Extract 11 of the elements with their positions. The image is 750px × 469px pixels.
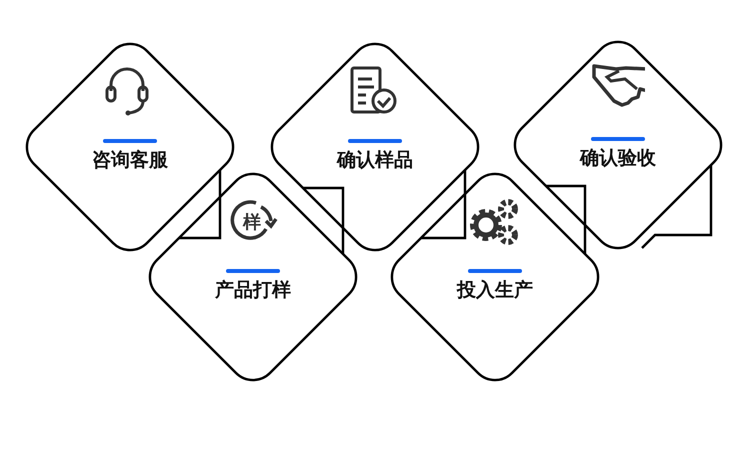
step-label: 产品打样	[215, 279, 291, 301]
step-label: 确认样品	[337, 149, 413, 171]
connector-line	[421, 170, 466, 240]
connector-line	[546, 184, 586, 254]
step-label: 咨询客服	[92, 149, 168, 171]
step-label: 投入生产	[457, 279, 533, 301]
connector-line	[641, 165, 712, 249]
connector-line	[179, 170, 222, 240]
step-label: 确认验收	[580, 147, 656, 169]
icon-character: 样	[243, 211, 261, 235]
connector-line	[303, 186, 344, 254]
